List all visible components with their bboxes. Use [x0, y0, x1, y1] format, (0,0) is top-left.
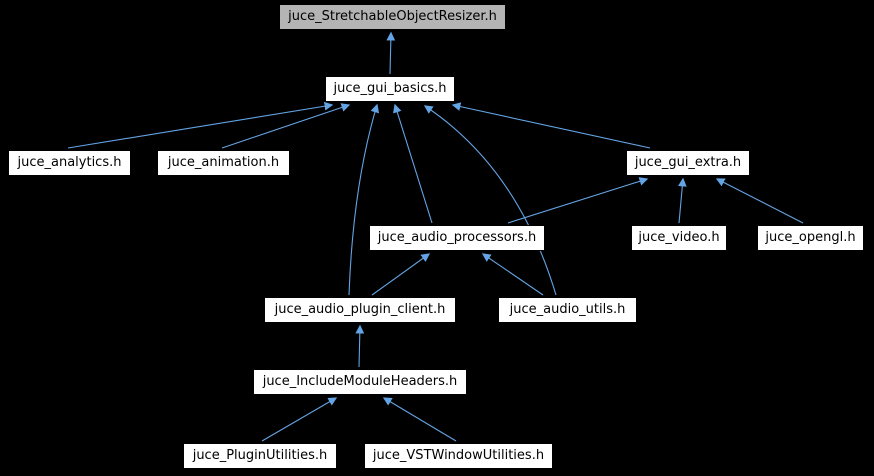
node-juce-include-module-headers[interactable]: juce_IncludeModuleHeaders.h [253, 369, 467, 395]
node-juce-audio-processors[interactable]: juce_audio_processors.h [369, 225, 545, 251]
edge-animation-to-gui-basics [221, 103, 351, 149]
edge-opengl-to-gui-extra [715, 178, 804, 224]
node-juce-plugin-utilities[interactable]: juce_PluginUtilities.h [183, 443, 337, 469]
edge-analytics-to-gui-basics [67, 101, 334, 149]
node-juce-opengl[interactable]: juce_opengl.h [757, 225, 864, 251]
node-juce-stretchable-object-resizer[interactable]: juce_StretchableObjectResizer.h [279, 4, 506, 30]
edge-include-module-headers-to-plugin-client [355, 324, 365, 368]
edge-plugin-client-to-audio-processors [371, 253, 431, 296]
edge-audio-utils-to-gui-basics [423, 105, 557, 296]
node-juce-audio-plugin-client[interactable]: juce_audio_plugin_client.h [264, 297, 456, 323]
node-juce-vst-window-utilities[interactable]: juce_VSTWindowUtilities.h [364, 443, 553, 469]
edge-gui-extra-to-gui-basics [451, 102, 651, 149]
node-juce-audio-utils[interactable]: juce_audio_utils.h [498, 297, 637, 323]
node-juce-analytics[interactable]: juce_analytics.h [8, 150, 131, 176]
edge-plugin-utilities-to-include-module-headers [261, 397, 338, 442]
edge-audio-processors-to-gui-basics [393, 103, 433, 224]
node-juce-animation[interactable]: juce_animation.h [157, 150, 290, 176]
edge-plugin-client-to-gui-basics [348, 103, 380, 296]
node-juce-video[interactable]: juce_video.h [631, 225, 727, 251]
node-juce-gui-extra[interactable]: juce_gui_extra.h [626, 150, 750, 176]
edge-audio-utils-to-audio-processors [481, 253, 544, 296]
edge-gui-basics-to-resizer [386, 31, 396, 75]
edge-audio-processors-to-gui-extra [507, 177, 649, 224]
node-juce-gui-basics[interactable]: juce_gui_basics.h [325, 76, 455, 102]
edge-video-to-gui-extra [677, 177, 687, 224]
edge-vst-window-utilities-to-include-module-headers [382, 397, 457, 442]
